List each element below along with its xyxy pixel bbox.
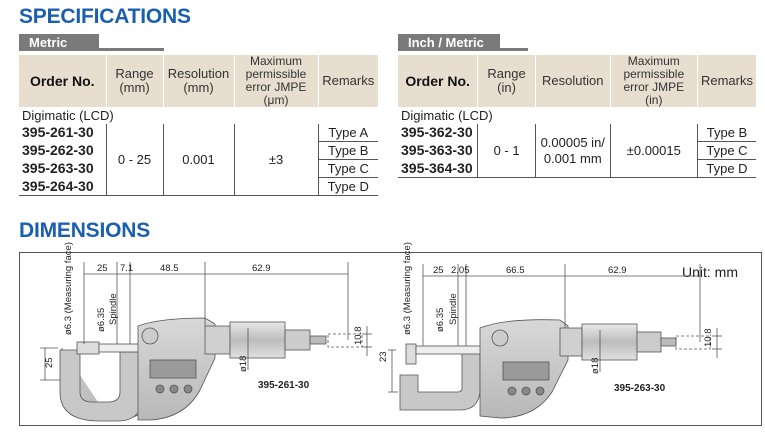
inch-header-remarks: Remarks [697, 55, 756, 107]
metric-range-value: 0 - 25 [105, 124, 163, 196]
dimension-label: Spindle [448, 293, 459, 325]
table-row-order: 395-364-30 [398, 159, 478, 178]
specifications-heading: SPECIFICATIONS [19, 5, 191, 28]
dimension-label: ø6.35 [96, 308, 107, 332]
metric-tab: Metric [19, 34, 99, 51]
inch-group-caption: Digimatic (LCD) [401, 108, 493, 123]
inch-header-resolution: Resolution [535, 55, 611, 107]
dimension-label: 2.05 [451, 265, 470, 276]
metric-tab-bar: Metric [19, 34, 164, 51]
dimension-label: 66.5 [506, 265, 525, 276]
metric-spec-table: Order No. Range (mm) Resolution (mm) Max… [19, 55, 378, 196]
table-row-order: 395-262-30 [22, 142, 94, 158]
inch-error-value: ±0.00015 [609, 124, 698, 178]
metric-header-remarks: Remarks [318, 55, 378, 107]
table-row-order: 395-263-30 [22, 160, 94, 176]
inch-range-value: 0 - 1 [477, 124, 536, 178]
metric-header-error: Maximum permissible error JMPE (μm) [234, 55, 319, 107]
table-row-remark: Type D [317, 177, 378, 196]
dimension-labels-left: ø6.3 (Measuring face) ø6.35 Spindle 25 7… [44, 242, 364, 391]
inch-header-order: Order No. [398, 55, 479, 107]
micrometer-drawing-left [40, 262, 372, 422]
inch-resolution-value: 0.00005 in/0.001 mm [534, 124, 611, 178]
dimension-label: 62.9 [252, 263, 271, 274]
table-row-remark: Type B [696, 124, 756, 142]
metric-group-caption: Digimatic (LCD) [22, 108, 114, 123]
inch-header-error: Maximum permissible error JMPE (in) [610, 55, 698, 107]
dimension-label: ø6.3 (Measuring face) [402, 242, 413, 335]
dimension-label: 48.5 [160, 263, 179, 274]
dimension-label: 7.1 [120, 263, 133, 274]
dimension-label: 25 [97, 263, 108, 274]
dimensions-frame [19, 252, 762, 426]
metric-header-resolution: Resolution (mm) [163, 55, 235, 107]
table-row-remark: Type C [317, 159, 378, 178]
dimension-label: 10.8 [353, 327, 364, 346]
metric-header-order: Order No. [19, 55, 107, 107]
table-row-remark: Type B [317, 141, 378, 160]
inch-spec-table: Order No. Range (in) Resolution Maximum … [398, 55, 756, 178]
dimensions-heading: DIMENSIONS [19, 219, 151, 242]
metric-resolution-value: 0.001 [162, 124, 234, 196]
dimension-label: ø6.35 [435, 308, 446, 332]
micrometer-drawing-right [388, 264, 722, 419]
dimension-label: ø6.3 (Measuring face) [63, 242, 74, 335]
table-row-order: 395-261-30 [22, 124, 94, 141]
dimension-label: ø18 [590, 358, 601, 374]
dimension-label: 25 [433, 265, 444, 276]
table-row-remark: Type A [317, 124, 378, 142]
dimension-label: 25 [44, 357, 55, 368]
inch-tab: Inch / Metric [398, 34, 500, 51]
metric-header-range: Range (mm) [106, 55, 164, 107]
inch-header-range: Range (in) [477, 55, 536, 107]
dimension-label: 62.9 [608, 265, 627, 276]
dimension-labels-right: ø6.3 (Measuring face) ø6.35 Spindle 25 2… [378, 242, 714, 394]
dimension-label: 10.8 [703, 329, 714, 348]
table-row-order: 395-363-30 [401, 142, 473, 158]
dimension-label: ø18 [238, 356, 249, 372]
dimension-label: Spindle [108, 293, 119, 325]
dimension-label: 23 [378, 351, 389, 362]
table-row-order: 395-264-30 [19, 177, 106, 196]
table-row-remark: Type C [696, 141, 756, 160]
model-label-right: 395-263-30 [614, 383, 666, 394]
metric-error-value: ±3 [233, 124, 318, 196]
table-row-order: 395-362-30 [401, 124, 473, 141]
inch-tab-bar: Inch / Metric [398, 34, 528, 51]
table-row-remark: Type D [696, 159, 756, 178]
model-label-left: 395-261-30 [258, 380, 310, 391]
